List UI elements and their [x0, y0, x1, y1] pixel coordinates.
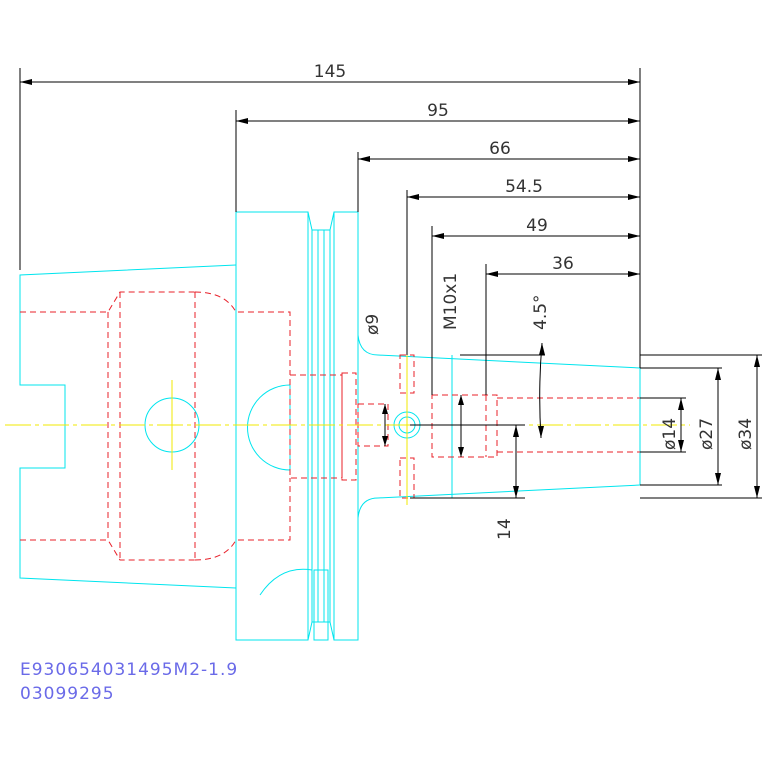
dim-34-text: ø34: [736, 418, 756, 450]
center-lines: [5, 350, 690, 505]
nose-bottom: [377, 484, 641, 499]
arrow-145-r: [628, 79, 640, 85]
nose-top-fillet: [357, 334, 379, 356]
dim-54-text: 54.5: [505, 177, 543, 197]
dim-offset-text: 14: [495, 518, 515, 540]
arrow-54-r: [628, 194, 640, 200]
arrow-49-r: [628, 233, 640, 239]
notch-arc-top: [247, 384, 291, 471]
arrow-34-b: [754, 486, 760, 498]
arrow-angle-b: [538, 426, 544, 438]
arrow-9-b: [382, 436, 388, 446]
rear-cavity-arc-top: [194, 291, 291, 375]
arrow-offset-b: [513, 486, 519, 498]
dim-9-text: ø9: [363, 314, 383, 335]
nose-top: [377, 354, 641, 369]
arrow-27-b: [715, 473, 721, 485]
arrow-9-t: [382, 404, 388, 414]
arrow-34-t: [754, 355, 760, 367]
keyway-slot: [313, 569, 329, 641]
inner-step: [341, 372, 357, 481]
arrow-54-l: [407, 194, 419, 200]
dim-66-text: 66: [489, 139, 511, 159]
dim-95-text: 95: [427, 101, 449, 121]
arrow-m10-b: [458, 447, 464, 457]
arrow-14-b: [678, 440, 684, 452]
dim-49-text: 49: [526, 216, 548, 236]
arrow-66-l: [358, 156, 370, 162]
arrow-27-t: [715, 368, 721, 380]
arrow-95-l: [236, 118, 248, 124]
part-outline: [19, 211, 641, 641]
dim-m10-text: M10x1: [441, 273, 461, 330]
arrow-145-l: [20, 79, 32, 85]
dim-14-text: ø14: [660, 418, 680, 450]
radial-hole-top: [399, 354, 415, 394]
dim-angle-text: 4.5°: [531, 294, 551, 330]
dim-27-text: ø27: [697, 418, 717, 450]
dimension-lines: [19, 68, 762, 499]
dimension-texts: 145 95 66 54.5 49 36 ø9 M10x1 4.5° ø14 ø…: [314, 62, 756, 540]
arrow-36-l: [486, 271, 498, 277]
rear-cavity-arc-bottom: [194, 478, 291, 561]
flange-groove-bottom: [307, 621, 335, 641]
shank-outline: [19, 264, 237, 589]
arrow-49-l: [432, 233, 444, 239]
arrowheads: [20, 79, 760, 498]
arrow-36-r: [628, 271, 640, 277]
taper-angle-arc: [539, 342, 543, 439]
rear-cavity-bottom: [20, 539, 195, 561]
arrow-angle-t: [539, 343, 545, 355]
notch-arc-bottom: [259, 568, 313, 596]
dim-36-text: 36: [552, 254, 574, 274]
arrow-m10-t: [458, 395, 464, 405]
arrow-95-r: [628, 118, 640, 124]
drawing-number: E930654031495M2-1.9: [20, 660, 239, 680]
front-ring: [333, 211, 359, 641]
rear-cavity: [20, 291, 195, 313]
nose-bottom-fillet: [357, 497, 379, 519]
flange-groove: [307, 211, 335, 231]
drawing-code: 03099295: [20, 684, 115, 704]
flange: [235, 211, 309, 641]
arrow-66-r: [628, 156, 640, 162]
inner-bore: [289, 374, 343, 479]
dim-145-text: 145: [314, 62, 346, 82]
arrow-offset-t: [513, 425, 519, 437]
thread-bore: [431, 394, 498, 458]
arrow-14-t: [678, 398, 684, 410]
